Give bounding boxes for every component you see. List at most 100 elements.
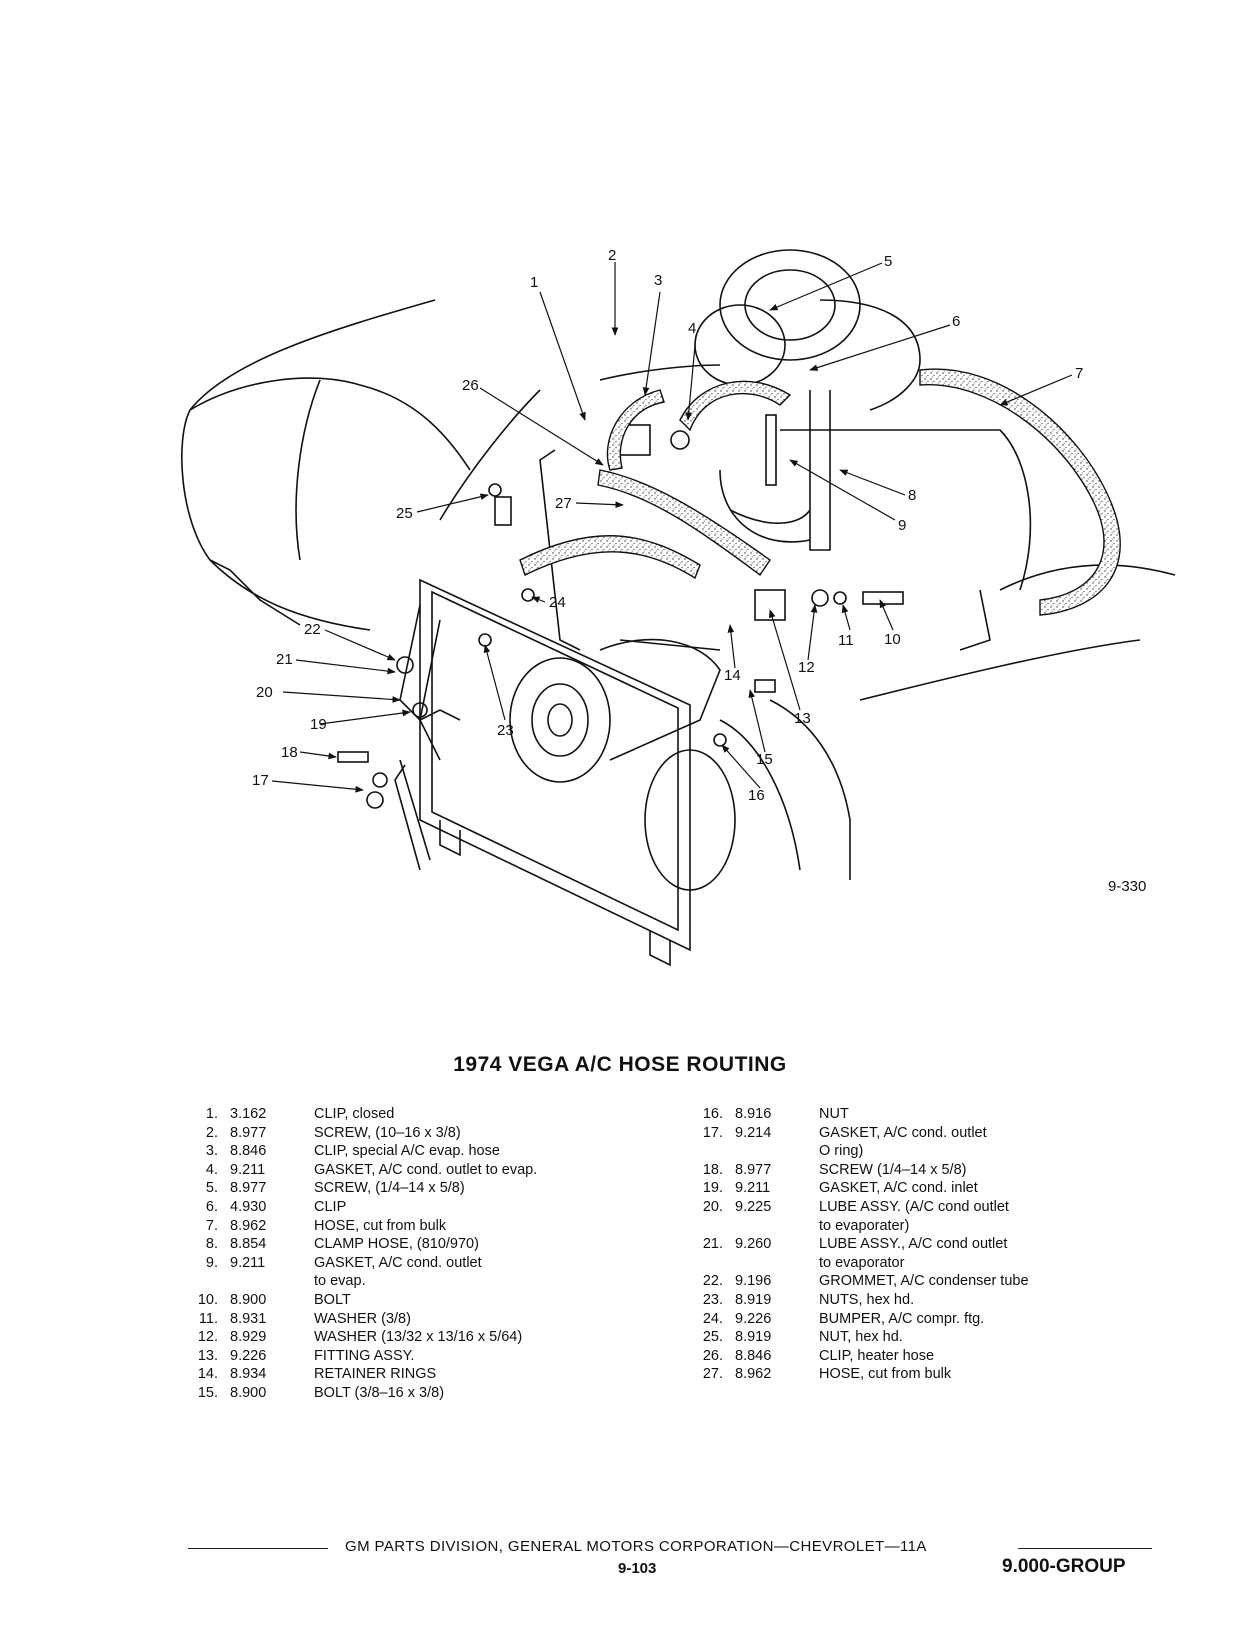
hose-condenser	[519, 535, 701, 580]
group-label: 9.000-GROUP	[1002, 1556, 1126, 1577]
part-code: 9.211	[735, 1180, 771, 1197]
part-code: 8.977	[735, 1161, 772, 1178]
part-number: 16.	[702, 1106, 723, 1122]
callout-16: 16	[748, 787, 765, 804]
part-row: 18. 8.977 SCREW (1/4–14 x 5/8)	[690, 1161, 1090, 1180]
part-code: 9.211	[230, 1254, 266, 1271]
callout-leaders	[271, 262, 1073, 793]
callout-27: 27	[555, 495, 572, 512]
footer-publisher: GM PARTS DIVISION, GENERAL MOTORS CORPOR…	[345, 1538, 927, 1555]
hose-evap	[679, 380, 792, 432]
part-description-continued: to evaporater)	[819, 1217, 910, 1234]
part-description: LUBE ASSY. (A/C cond outlet	[819, 1198, 1009, 1215]
part-code: 3.162	[230, 1106, 267, 1122]
callout-5: 5	[884, 253, 892, 270]
part-number: 6.	[205, 1198, 218, 1215]
part-number: 9.	[205, 1254, 218, 1271]
page-title: 1974 VEGA A/C HOSE ROUTING	[453, 1053, 787, 1076]
part-code: 8.854	[230, 1236, 267, 1253]
part-description-continued: O ring)	[819, 1143, 864, 1160]
part-number: 17.	[702, 1124, 723, 1141]
callout-23: 23	[497, 722, 514, 739]
part-description: CLAMP HOSE, (810/970)	[314, 1236, 479, 1253]
part-number: 18.	[702, 1161, 723, 1178]
callout-18: 18	[281, 744, 298, 761]
part-description: NUT, hex hd.	[819, 1329, 903, 1346]
part-number: 27.	[702, 1366, 723, 1383]
part-description: WASHER (3/8)	[314, 1310, 411, 1327]
part-description: CLIP, special A/C evap. hose	[314, 1143, 500, 1160]
part-code: 8.916	[735, 1106, 772, 1122]
part-description: CLIP, heater hose	[819, 1347, 935, 1364]
callout-9: 9	[898, 517, 906, 534]
callout-10: 10	[884, 631, 901, 648]
part-code: 9.226	[230, 1347, 267, 1364]
part-number: 22.	[702, 1273, 723, 1290]
callout-1: 1	[530, 274, 538, 291]
part-description: NUTS, hex hd.	[819, 1291, 915, 1308]
part-description: SCREW (1/4–14 x 5/8)	[819, 1161, 967, 1178]
hose-routing-diagram: 1 2 3 4 5 6 7 8 9 10 11 12 13 14 15 16 1…	[181, 247, 1176, 967]
part-row: 5. 8.977 SCREW, (1/4–14 x 5/8)	[185, 1179, 645, 1198]
part-number: 13.	[197, 1347, 218, 1364]
part-description: WASHER (13/32 x 13/16 x 5/64)	[314, 1329, 523, 1346]
callout-24: 24	[549, 594, 566, 611]
part-description: BOLT (3/8–16 x 3/8)	[314, 1384, 445, 1401]
part-code: 4.930	[230, 1198, 267, 1215]
part-code: 8.962	[735, 1366, 772, 1383]
part-code: 8.962	[230, 1217, 267, 1234]
callout-8: 8	[908, 487, 916, 504]
part-code: 8.846	[735, 1347, 772, 1364]
part-code: 8.934	[230, 1366, 267, 1383]
part-number: 11.	[198, 1310, 218, 1327]
callout-21: 21	[276, 651, 293, 668]
part-number: 10.	[197, 1291, 218, 1308]
part-row: 13. 9.226 FITTING ASSY.	[185, 1347, 645, 1366]
part-description: BUMPER, A/C compr. ftg.	[819, 1310, 985, 1327]
part-number: 20.	[702, 1198, 723, 1215]
part-number: 26.	[702, 1347, 723, 1364]
part-description: GASKET, A/C cond. outlet to evap.	[314, 1161, 538, 1178]
part-description: FITTING ASSY.	[314, 1347, 415, 1364]
part-code: 8.919	[735, 1329, 772, 1346]
part-description: NUT	[819, 1106, 849, 1122]
part-number: 15.	[197, 1384, 218, 1401]
callout-12: 12	[798, 659, 815, 676]
hose-27	[597, 469, 771, 577]
part-number: 5.	[205, 1180, 218, 1197]
part-description: GASKET, A/C cond. outlet	[314, 1254, 482, 1271]
footer-rule-left	[188, 1548, 328, 1549]
part-description: CLIP, closed	[314, 1106, 395, 1122]
part-number: 1.	[205, 1106, 218, 1122]
part-number: 19.	[702, 1180, 723, 1197]
hose-heater	[606, 389, 665, 471]
callout-17: 17	[252, 772, 269, 789]
part-number: 14.	[197, 1366, 218, 1383]
part-description: SCREW, (1/4–14 x 5/8)	[314, 1180, 465, 1197]
part-code: 8.977	[230, 1124, 267, 1141]
callout-25: 25	[396, 505, 413, 522]
part-description: GROMMET, A/C condenser tube	[819, 1273, 1029, 1290]
part-code: 8.977	[230, 1180, 267, 1197]
part-number: 24.	[702, 1310, 723, 1327]
part-number: 23.	[702, 1291, 723, 1308]
figure-number: 9-330	[1108, 878, 1147, 895]
part-number: 12.	[197, 1329, 218, 1346]
part-description: SCREW, (10–16 x 3/8)	[314, 1124, 461, 1141]
callout-15: 15	[756, 751, 773, 768]
callout-11: 11	[838, 632, 854, 649]
callout-2: 2	[608, 247, 616, 264]
